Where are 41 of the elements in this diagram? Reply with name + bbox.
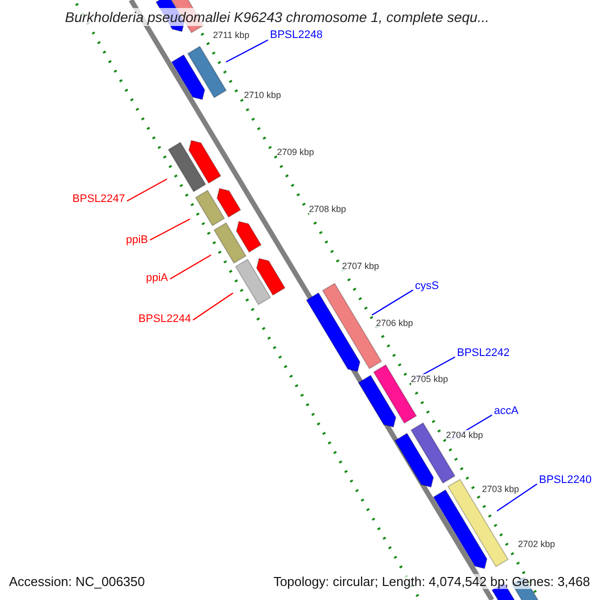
gene-feature: [213, 222, 247, 264]
gene-label: BPSL2240: [539, 474, 592, 487]
leader-line: [372, 289, 414, 316]
tick-label: 2702 kbp: [518, 539, 556, 550]
gene-feature: [187, 46, 227, 98]
gene-feature: [171, 54, 206, 100]
gene-label: ppiA: [146, 272, 168, 285]
gene-feature: [256, 258, 286, 296]
gene-label: BPSL2244: [138, 313, 191, 326]
gene-feature: [394, 432, 434, 488]
genome-info-text: Topology: circular; Length: 4,074,542 bp; Genes: 3,468: [273, 574, 590, 589]
tick-label: 2709 kbp: [277, 147, 314, 158]
tick-label: 2707 kbp: [342, 261, 380, 272]
gene-feature: [168, 142, 206, 192]
gene-feature: [234, 258, 272, 306]
gene-feature: [236, 220, 262, 253]
tick-label: 2705 kbp: [411, 374, 448, 385]
tick-label: 2704 kbp: [446, 430, 484, 441]
gene-label: BPSL2248: [270, 29, 323, 42]
gene-label: cysS: [415, 280, 439, 293]
leader-line: [496, 484, 538, 512]
gene-label: ppiB: [126, 234, 148, 247]
tick-label: 2706 kbp: [376, 318, 414, 329]
gene-feature: [358, 374, 396, 428]
gene-feature: [188, 140, 222, 184]
tick-label: 2710 kbp: [244, 90, 282, 101]
gene-label: BPSL2247: [72, 193, 125, 206]
gene-feature: [194, 190, 226, 226]
leader-line: [150, 218, 190, 241]
gene-label: accA: [494, 405, 518, 418]
leader-line: [126, 178, 168, 202]
gene-feature: [306, 292, 360, 372]
tick-label: 2703 kbp: [482, 484, 520, 495]
tick-label: 2711 kbp: [213, 30, 250, 41]
accession-text: Accession: NC_006350: [9, 574, 145, 589]
leader-line: [226, 39, 268, 63]
tick-label: 2708 kbp: [309, 204, 346, 215]
gene-label: BPSL2242: [457, 347, 510, 360]
gene-feature: [216, 188, 242, 218]
leader-line: [170, 254, 212, 280]
leader-line: [192, 292, 234, 320]
